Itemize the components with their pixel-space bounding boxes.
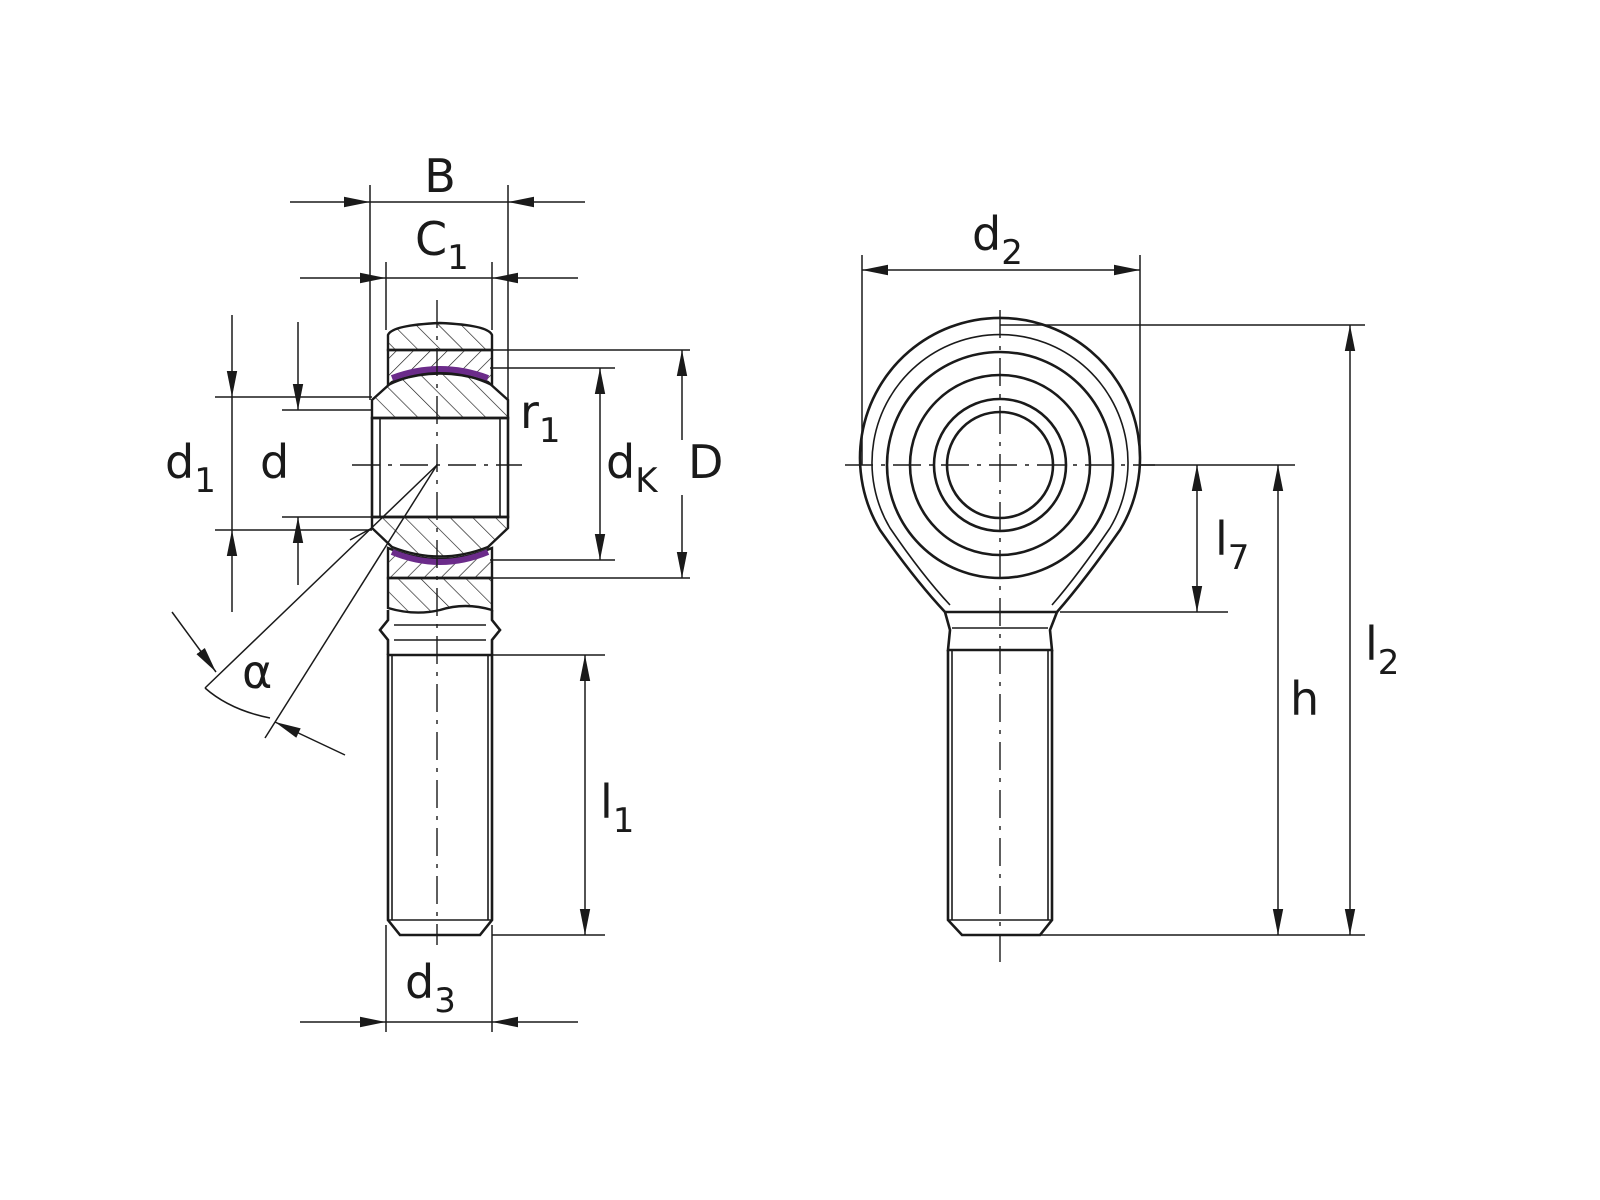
dimension-label: d1 xyxy=(165,435,216,501)
dimension-label: l2 xyxy=(1365,617,1399,683)
dimension-B: B xyxy=(290,149,585,400)
dimension-D: D xyxy=(492,349,723,579)
label-r1: r1 xyxy=(520,385,561,451)
dimension-label: l xyxy=(600,775,613,829)
front-view: d2 l7 h l2 xyxy=(845,207,1399,970)
dimension-label: D xyxy=(688,435,723,489)
dimension-label: α xyxy=(242,645,272,699)
dimension-label: d xyxy=(260,435,289,489)
dimension-label: K xyxy=(635,461,659,501)
dimension-alpha: α xyxy=(171,464,438,756)
dimension-l2: l2 xyxy=(1344,325,1399,935)
dimension-label: 3 xyxy=(434,981,456,1021)
dimension-C1: C1 xyxy=(300,212,578,330)
dimension-label: C xyxy=(415,212,447,266)
bore xyxy=(370,416,510,519)
liner-top xyxy=(390,366,490,381)
dimension-d2: d2 xyxy=(861,207,1141,465)
housing-bottom xyxy=(386,576,494,614)
dimension-label: 2 xyxy=(1001,233,1023,273)
dimension-label: l xyxy=(1365,617,1378,671)
section-view: B C1 d1 d r1 xyxy=(165,149,723,1032)
dimension-label: 1 xyxy=(539,411,561,451)
dimension-label: h xyxy=(1290,672,1319,726)
dimension-label: 1 xyxy=(613,801,635,841)
dimension-label: C1 xyxy=(415,212,469,278)
dimension-l1: l1 xyxy=(492,654,634,936)
dimension-dK: dK xyxy=(490,367,659,561)
dimension-label: r xyxy=(520,385,539,439)
dimension-label: d2 xyxy=(972,207,1023,273)
ball-bottom xyxy=(370,515,510,558)
dimension-label: 7 xyxy=(1228,538,1250,578)
dimension-label: 1 xyxy=(194,461,216,501)
threaded-shank xyxy=(386,653,494,937)
ball-top xyxy=(370,372,510,420)
dimension-label: dK xyxy=(606,435,659,501)
dimension-d1: d1 xyxy=(165,315,372,612)
dimension-label: d xyxy=(972,207,1001,261)
front-shank xyxy=(946,650,1054,937)
dimension-label: d xyxy=(260,435,289,489)
dimension-label: d xyxy=(606,435,635,489)
dimension-label: h xyxy=(1290,672,1319,726)
dimension-label: l1 xyxy=(600,775,634,841)
neck xyxy=(378,610,502,655)
dimension-label: d xyxy=(405,955,434,1009)
dimension-label: d3 xyxy=(405,955,456,1021)
liner-bottom xyxy=(390,549,490,565)
dimension-label: d xyxy=(165,435,194,489)
dimension-label: 1 xyxy=(447,238,469,278)
dimension-label: D xyxy=(688,435,723,489)
dimension-l7: l7 xyxy=(1191,465,1249,612)
dimension-label: l7 xyxy=(1215,512,1249,578)
dimension-label: 2 xyxy=(1378,643,1400,683)
dimension-label: B xyxy=(424,149,456,203)
dimension-label: l xyxy=(1215,512,1228,566)
housing-top xyxy=(386,321,494,352)
dimension-d3: d3 xyxy=(300,925,578,1032)
dimension-label: α xyxy=(242,645,272,699)
dimension-label: B xyxy=(424,149,456,203)
dimension-h: h xyxy=(1272,465,1319,935)
dimension-d: d xyxy=(260,322,372,585)
